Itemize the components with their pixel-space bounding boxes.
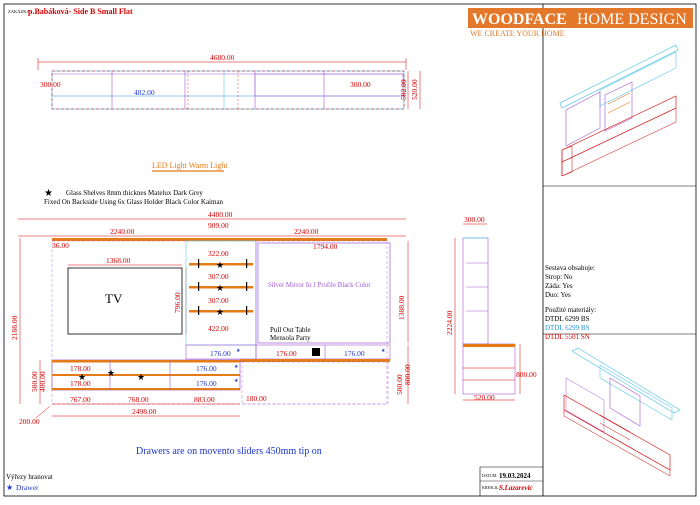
material-2: DTDL 6299 BS: [545, 324, 590, 332]
author-label: KRESLIL:: [482, 485, 500, 490]
dim-tv-height: 796.00: [173, 292, 182, 313]
dim-left-section: 2240.00: [110, 227, 135, 236]
dim-edge-gap: 36.00: [52, 241, 69, 250]
dim-tv-width: 1368.00: [106, 256, 131, 265]
drawers-note: Drawers are on movento sliders 450mm tip…: [136, 446, 322, 457]
dim-drawer-176b: 176.00: [276, 349, 297, 358]
pull-out-label-2: Mensola Party: [270, 334, 311, 342]
dim-side-depth-bottom: 520.00: [474, 393, 495, 402]
material-1: DTDL 6299 BS: [545, 315, 590, 323]
drawer-legend-star-icon: ★: [6, 483, 13, 492]
low-star-icon: ★: [137, 372, 145, 382]
drawer-star-icon: ★: [381, 348, 386, 354]
duo-line: Duo: Yes: [545, 291, 571, 299]
materials-label: Použité materiály:: [545, 306, 596, 314]
dim-height-520: 520.00: [410, 79, 419, 100]
materials-block: Sestava obsahuje: Strop: No Záda: Yes Du…: [545, 264, 596, 341]
glass-star-icon: ★: [44, 188, 53, 199]
dim-w-180: 180.00: [246, 394, 267, 403]
front-view: 4480.00 2240.00 2240.00 909.00 36.00 179…: [10, 210, 412, 426]
dim-shelf-width: 909.00: [208, 221, 229, 230]
glass-shelves: ★ ★ ★: [189, 259, 253, 317]
side-view: 300.00 2224.00 800.00 520.00: [445, 215, 537, 402]
sheet-border: [3, 3, 697, 497]
shelf-star-icon: ★: [216, 260, 224, 270]
zada-line: Záda: Yes: [545, 282, 573, 290]
dim-side-counter: 800.00: [516, 370, 537, 379]
dim-drawer-176d: 176.00: [196, 364, 217, 373]
dim-drawer-178b: 178.00: [70, 379, 91, 388]
dim-shelf-307b: 307.00: [208, 296, 229, 305]
dim-low-580: 580.00: [30, 371, 39, 392]
cutouts-note: Výřezy hranovat: [6, 473, 53, 481]
dim-w-883: 883.00: [194, 395, 215, 404]
shelf-star-icon: ★: [216, 283, 224, 293]
low-star-icon: ★: [78, 372, 86, 382]
tv-label: TV: [105, 291, 123, 306]
date-value: 19.03.2024: [499, 472, 531, 480]
low-star-icon: ★: [107, 368, 115, 378]
drawer-legend-label: Drawer: [16, 483, 39, 492]
brand-woodface: WOODFACE: [472, 11, 567, 28]
isometric-view-bottom: [563, 347, 681, 477]
zakazka-label: ZAKÁZKA:: [8, 9, 31, 14]
glass-note-line2: Fixed On Backside Using 6x Glass Holder …: [44, 198, 224, 206]
dim-drawer-176c: 176.00: [344, 349, 365, 358]
mirror-note: Silver Mirror In J Profile Black Color: [268, 282, 371, 289]
dim-depth-right-top: 300.00: [350, 80, 371, 89]
dim-side-height: 2224.00: [445, 310, 454, 335]
date-label: DATUM:: [482, 473, 497, 478]
dim-right-section: 2240.00: [294, 227, 319, 236]
drawer-star-icon: ★: [234, 378, 239, 384]
tv-outline: [67, 267, 183, 335]
dim-shelf-422: 422.00: [208, 324, 229, 333]
author-value: S.Lazarevic: [499, 484, 533, 492]
dim-shelf-322: 322.00: [208, 249, 229, 258]
dim-plinth-200: 200.00: [19, 417, 40, 426]
glass-note-line1: Glass Shelves 8mm thicknes Matelux Dark …: [66, 189, 203, 197]
dim-side-depth-top: 300.00: [464, 215, 485, 224]
pull-out-marker: [312, 348, 320, 356]
strop-line: Strop: No: [545, 273, 573, 281]
contains-label: Sestava obsahuje:: [545, 264, 595, 272]
dim-mirror-height: 1388.00: [397, 295, 406, 320]
pull-out-label-1: Pull Out Table: [270, 326, 311, 334]
dim-height-502: 502.00: [399, 79, 408, 100]
drawer-star-icon: ★: [236, 348, 241, 354]
dim-depth-mid-top: 482.00: [134, 88, 155, 97]
mirror-panel: [257, 242, 391, 344]
dim-total-height: 2188.00: [10, 315, 19, 340]
dim-depth-left-top: 300.00: [40, 80, 61, 89]
dim-right-580: 580.00: [395, 374, 404, 395]
material-3: DTDL 5501 SN: [545, 333, 590, 341]
isometric-view-top: [559, 44, 679, 177]
top-view: 4680.00 300.00 482.00 300.00 502.00 520.…: [37, 53, 421, 110]
dim-shelf-307a: 307.00: [208, 272, 229, 281]
dim-right-800: 800.00: [403, 364, 412, 385]
brand-home-design: HOME DESIGN: [577, 11, 687, 28]
dim-drawer-178a: 178.00: [70, 364, 91, 373]
dim-mirror-width: 1794.00: [313, 242, 338, 251]
dim-w-768: 768.00: [128, 395, 149, 404]
brand-logo: WOODFACE HOME DESIGN WE CREATE YOUR HOME: [468, 8, 693, 38]
shelf-star-icon: ★: [216, 307, 224, 317]
dim-w-767: 767.00: [70, 395, 91, 404]
dim-total-width-top: 4680.00: [210, 53, 235, 62]
dim-low-400: 400.00: [38, 371, 47, 392]
dim-w-2498: 2498.00: [132, 407, 157, 416]
brand-tagline: WE CREATE YOUR HOME: [470, 29, 565, 38]
project-title: p.Babáková- Side B Small Flat: [28, 7, 133, 16]
dim-drawer-176e: 176.00: [196, 379, 217, 388]
led-note: LED Light Warm Light: [152, 161, 228, 170]
dim-drawer-176a: 176.00: [210, 349, 231, 358]
drawer-star-icon: ★: [234, 364, 239, 370]
dim-front-total: 4480.00: [208, 210, 233, 219]
